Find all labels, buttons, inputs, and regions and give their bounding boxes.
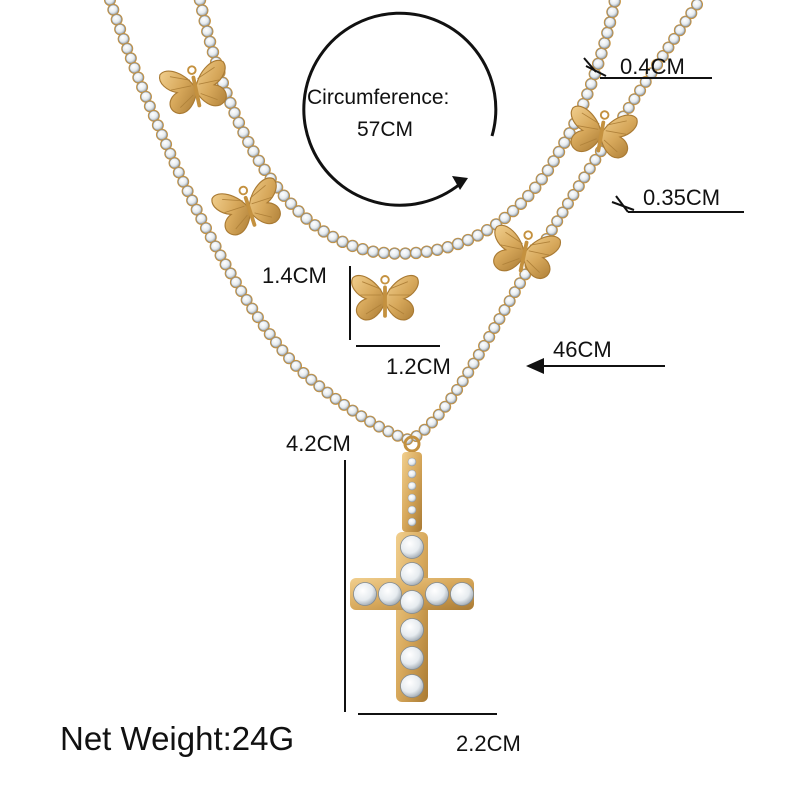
butterfly-width-label: 1.2CM — [386, 354, 451, 379]
circumference-circle — [302, 11, 498, 207]
chain-width-bottom-tick-a — [615, 195, 629, 213]
butterfly-charm — [209, 175, 289, 240]
tennis-chains — [104, 0, 704, 446]
circumference-label: Circumference: — [307, 86, 450, 109]
cross-stone — [400, 590, 424, 614]
net-weight-label: Net Weight:24G — [60, 720, 295, 757]
chain-length-arrow — [526, 358, 544, 374]
chain-width-bottom-label: 0.35CM — [643, 185, 721, 210]
cross-stone — [425, 582, 449, 606]
stem-stone — [407, 493, 417, 503]
cross-stone — [353, 582, 377, 606]
cross-width-label: 2.2CM — [456, 731, 521, 756]
butterfly-charm — [157, 58, 234, 118]
chain-width-bottom-tick-b — [611, 201, 635, 211]
cross-stone — [450, 582, 474, 606]
circumference-value: 57CM — [357, 118, 414, 141]
pendant-stem — [402, 452, 422, 532]
pendant-bail — [403, 435, 421, 453]
cross-pendant — [350, 435, 474, 702]
butterfly-height-label: 1.4CM — [262, 263, 327, 288]
measurement-guides — [302, 11, 744, 715]
cross-height-label: 4.2CM — [286, 431, 351, 456]
circumference-arrow — [452, 176, 468, 190]
butterfly-charm — [350, 274, 420, 321]
cross-stone — [400, 674, 424, 698]
cross-stone — [400, 618, 424, 642]
chain-width-top-tick-b — [585, 65, 607, 77]
chain-length-label: 46CM — [553, 337, 612, 362]
stem-stone — [407, 457, 417, 467]
stem-stone — [407, 481, 417, 491]
stem-stone — [407, 517, 417, 527]
stem-stone — [407, 469, 417, 479]
cross-stone — [400, 646, 424, 670]
stem-stone — [407, 505, 417, 515]
chain-width-top-label: 0.4CM — [620, 54, 685, 79]
cross-stone — [400, 535, 424, 559]
cross-stone — [378, 582, 402, 606]
cross-stone — [400, 562, 424, 586]
